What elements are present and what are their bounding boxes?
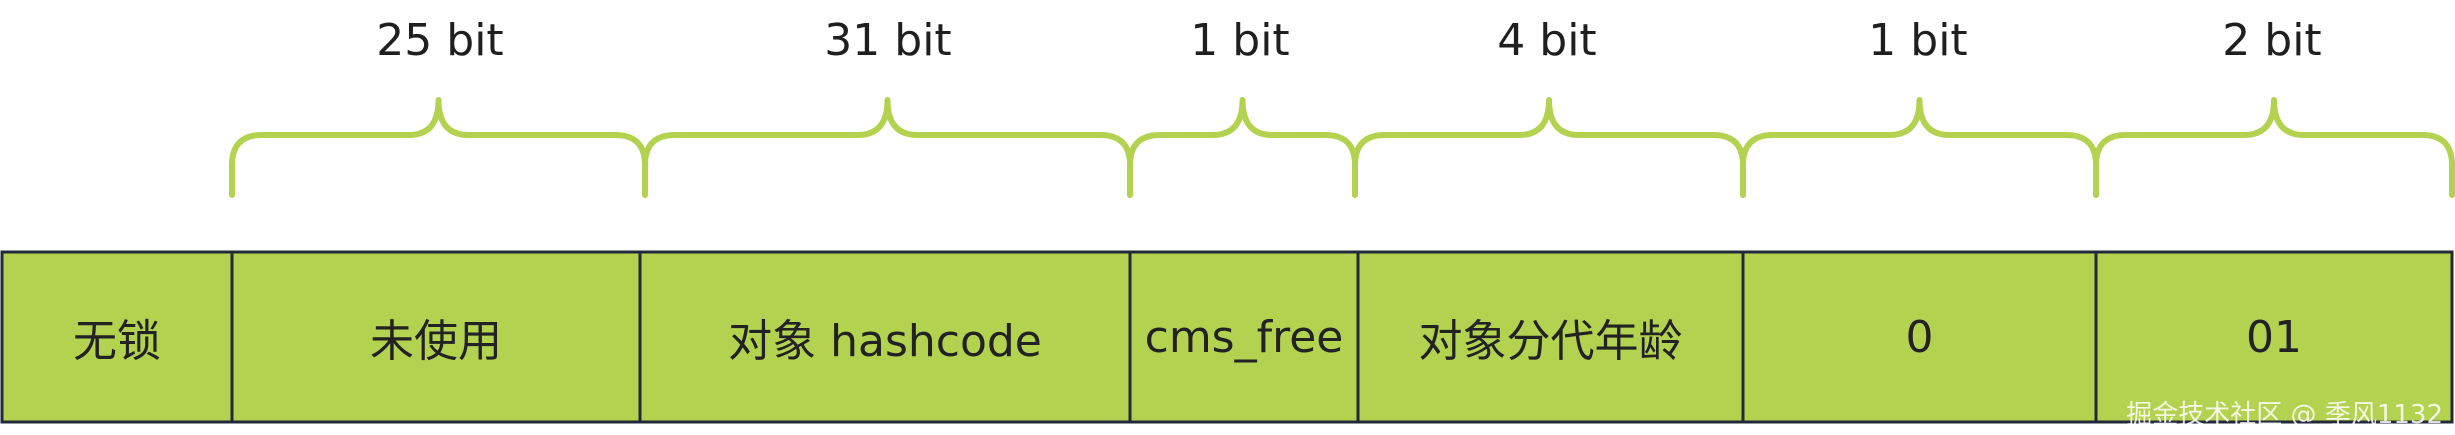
cell-box-unused: [230, 250, 642, 424]
cell-box-hashcode: [638, 250, 1132, 424]
cell-lock-flag: 01: [2246, 311, 2302, 363]
bit-label-hashcode: 31 bit: [824, 15, 952, 66]
brace-hashcode: [642, 97, 1133, 198]
brace-age: [1352, 97, 1746, 198]
cell-box-lock-flag: [2094, 250, 2454, 424]
cell-hashcode: 对象 hashcode: [728, 316, 1042, 367]
cell-biased-flag: 0: [1905, 311, 1934, 363]
bit-label-lock-flag: 2 bit: [2222, 15, 2322, 66]
watermark-text: 掘金技术社区 @ 季风1132: [2126, 400, 2443, 430]
cell-age: 对象分代年龄: [1418, 316, 1683, 367]
cell-unused: 未使用: [370, 316, 502, 367]
brace-biased-flag: [1740, 97, 2099, 198]
brace-lock-flag: [2093, 97, 2455, 198]
cell-box-biased-flag: [1741, 250, 2098, 424]
bit-label-cms-free: 1 bit: [1190, 15, 1290, 66]
cell-box-cms-free: [1128, 250, 1360, 424]
cell-box-age: [1356, 250, 1745, 424]
cell-lock-state: 无锁: [73, 316, 161, 367]
brace-cms-free: [1127, 97, 1358, 198]
brace-unused: [229, 97, 648, 198]
bit-label-biased-flag: 1 bit: [1868, 15, 1968, 66]
cell-cms-free: cms_free: [1144, 311, 1344, 363]
cell-box-lock-state: [0, 250, 234, 424]
bit-label-age: 4 bit: [1497, 15, 1597, 66]
bit-label-unused: 25 bit: [376, 15, 504, 66]
